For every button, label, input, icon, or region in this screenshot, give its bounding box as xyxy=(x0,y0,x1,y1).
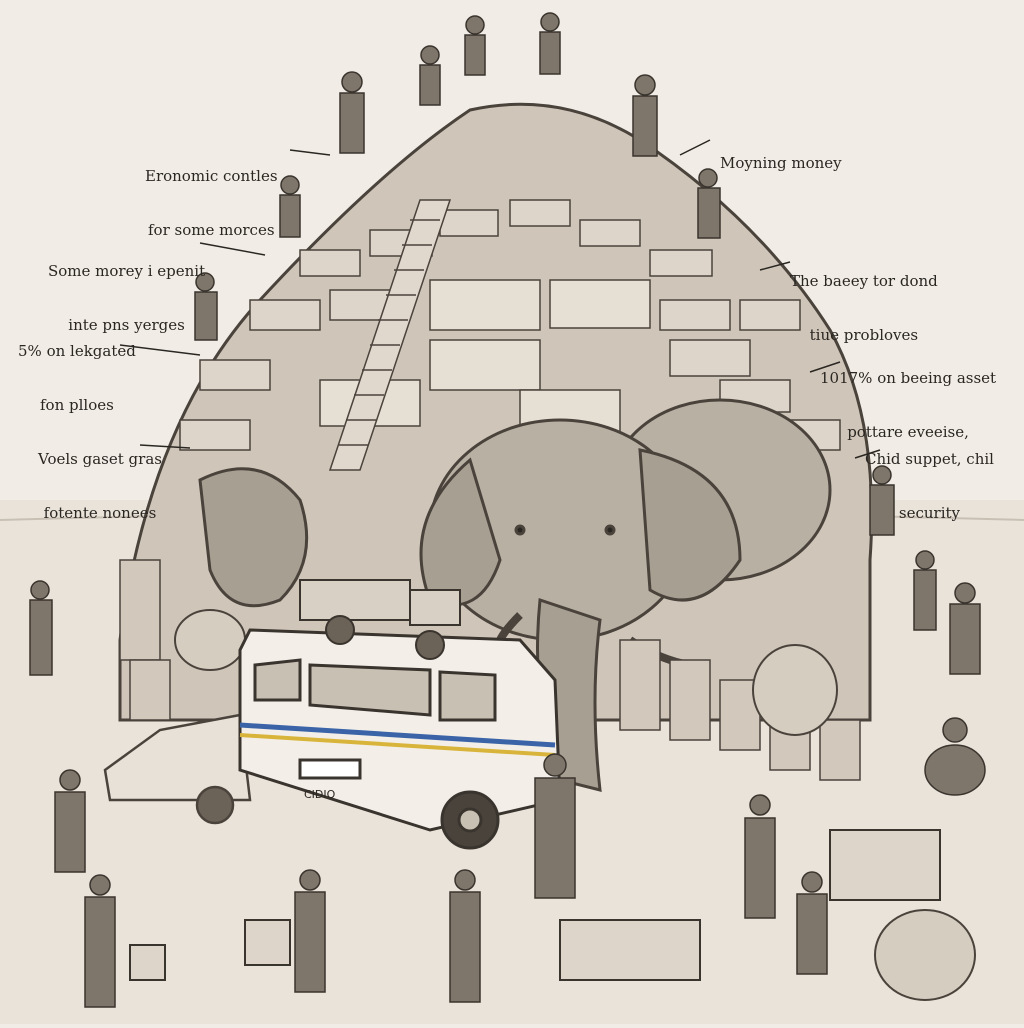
annotation-child-support: Chid suppet, chil security xyxy=(865,414,994,558)
annotation-line: fon plloes xyxy=(40,396,114,414)
van-plate-text: CIDIO xyxy=(304,788,336,801)
annotation-line: security xyxy=(898,504,961,522)
annotation-line: for some morces xyxy=(148,221,275,239)
toy-truck xyxy=(299,579,461,660)
annotation-line: pottare eveeise, xyxy=(847,423,969,441)
people-figures xyxy=(29,12,986,1008)
annotation-voels-asset: Voels gaset gras fotente nonees xyxy=(38,414,162,558)
annotation-money-for-problems: The baeey tor dond tiue probloves xyxy=(790,236,938,380)
van-plate: CIDIO xyxy=(304,760,335,830)
staircase xyxy=(328,199,452,471)
annotation-line: Some morey i epenit xyxy=(48,262,206,280)
annotation-line: The baeey tor dond xyxy=(790,272,938,290)
annotation-line: Voels gaset gras xyxy=(38,450,162,468)
annotation-seventeen-percent: 1017% on beeing asset pottare eveeise, xyxy=(820,333,996,477)
annotation-line: tiue probloves xyxy=(809,326,919,344)
annotation-five-percent: 5% on lekgated fon plloes xyxy=(18,306,136,450)
annotation-line: Eronomic contles xyxy=(145,167,278,185)
money-sacks xyxy=(174,609,976,1001)
annotation-some-money-spent: Some morey i epenit inte pns yerges xyxy=(48,226,205,370)
annotation-moving-money: Moyning money xyxy=(720,118,842,208)
leader-lines xyxy=(119,139,881,459)
van-illustration xyxy=(238,628,562,850)
annotation-line: Chid suppet, chil xyxy=(865,450,994,468)
annotation-line: 1017% on beeing asset xyxy=(820,369,997,387)
annotation-line: 5% on lekgated xyxy=(18,342,136,360)
crates xyxy=(129,829,941,981)
coin-stacks xyxy=(119,559,861,781)
annotation-economic-controls: Eronomic contles for some morces xyxy=(145,131,278,275)
annotation-line: inte pns yerges xyxy=(68,316,185,334)
annotation-line: Moyning money xyxy=(720,154,842,172)
annotation-line: fotente nonees xyxy=(43,504,157,522)
